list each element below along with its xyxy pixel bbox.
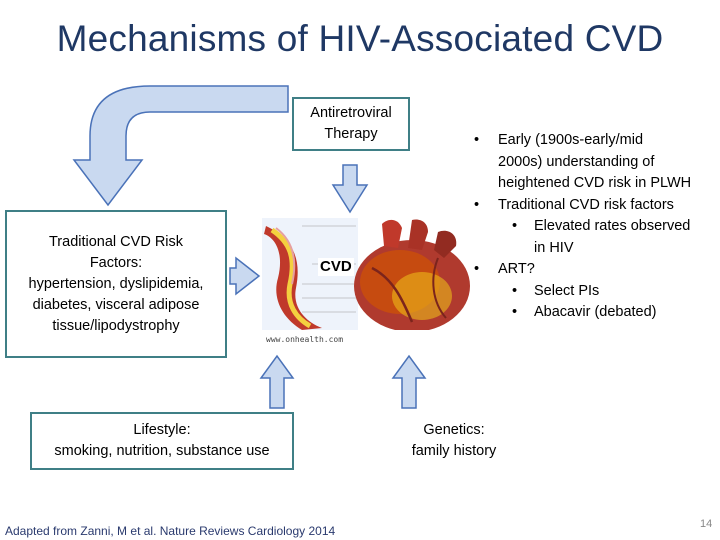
cvd-label: CVD <box>318 258 354 276</box>
bullet-text-line: 2000s) understanding of <box>498 153 655 170</box>
traditional-line1: Traditional CVD Risk <box>48 233 184 250</box>
bullet-text-line: heightened CVD risk in PLWH <box>498 175 692 191</box>
bullet-dot: • <box>512 282 518 299</box>
image-credit: www.onhealth.com <box>266 335 344 344</box>
sub-bullet-select-pis: • Select PIs <box>474 281 720 303</box>
bullet-text-line: Early (1900s-early/mid <box>498 132 644 148</box>
aorta <box>382 219 402 248</box>
lifestyle-line1: Lifestyle: <box>133 422 191 438</box>
bullet-list: • Early (1900s-early/mid 2000s) understa… <box>474 130 720 324</box>
bullet-traditional-factors: • Traditional CVD risk factors <box>474 195 720 217</box>
bullet-dot: • <box>512 218 518 234</box>
curved-arrow-art-to-traditional <box>72 85 289 207</box>
genetics-box: Genetics: family history <box>395 412 513 470</box>
arrow-lifestyle-to-cvd <box>259 354 295 409</box>
plaque <box>270 227 312 329</box>
art-box: Antiretroviral Therapy <box>292 97 410 151</box>
traditional-line5: tissue/lipodystrophy <box>52 317 180 334</box>
art-box-line1: Antiretroviral <box>310 105 392 121</box>
sub-bullet-abacavir: • Abacavir (debated) <box>474 302 720 324</box>
bullet-dot: • <box>474 261 480 277</box>
heart-illustration <box>262 218 470 330</box>
bullet-text-line: Elevated rates observed <box>534 218 691 234</box>
arrow-art-to-cvd <box>331 164 369 214</box>
bullet-text-line: Select PIs <box>534 282 600 299</box>
bullet-text-line: Traditional CVD risk factors <box>498 196 674 213</box>
lifestyle-line2: smoking, nutrition, substance use <box>54 443 270 459</box>
bullet-dot: • <box>474 132 480 148</box>
arrow-genetics-to-cvd <box>391 354 427 409</box>
bullet-art: • ART? <box>474 259 720 281</box>
traditional-risk-box: Traditional CVD Risk Factors: hypertensi… <box>5 210 227 358</box>
arrow-traditional-to-cvd <box>229 256 261 296</box>
traditional-line3: hypertension, dyslipidemia, <box>28 275 204 292</box>
bullet-text-line: in HIV <box>534 239 574 256</box>
art-box-line2: Therapy <box>324 126 378 142</box>
traditional-line2: Factors: <box>89 254 143 271</box>
bullet-text-line: Abacavir (debated) <box>534 304 657 320</box>
bullet-dot: • <box>474 196 480 213</box>
traditional-line4: diabetes, visceral adipose <box>32 296 200 313</box>
sub-bullet-elevated-rates: • Elevated rates observed in HIV <box>474 216 720 259</box>
citation: Adapted from Zanni, M et al. Nature Revi… <box>5 524 336 538</box>
slide-number: 14 <box>700 518 713 530</box>
genetics-line1: Genetics: <box>423 422 485 438</box>
bullet-dot: • <box>512 304 518 320</box>
bullet-early-understanding: • Early (1900s-early/mid 2000s) understa… <box>474 130 720 195</box>
lifestyle-box: Lifestyle: smoking, nutrition, substance… <box>30 412 294 470</box>
slide-title: Mechanisms of HIV-Associated CVD <box>56 18 664 59</box>
bullet-text-line: ART? <box>498 261 535 277</box>
genetics-line2: family history <box>411 443 497 459</box>
